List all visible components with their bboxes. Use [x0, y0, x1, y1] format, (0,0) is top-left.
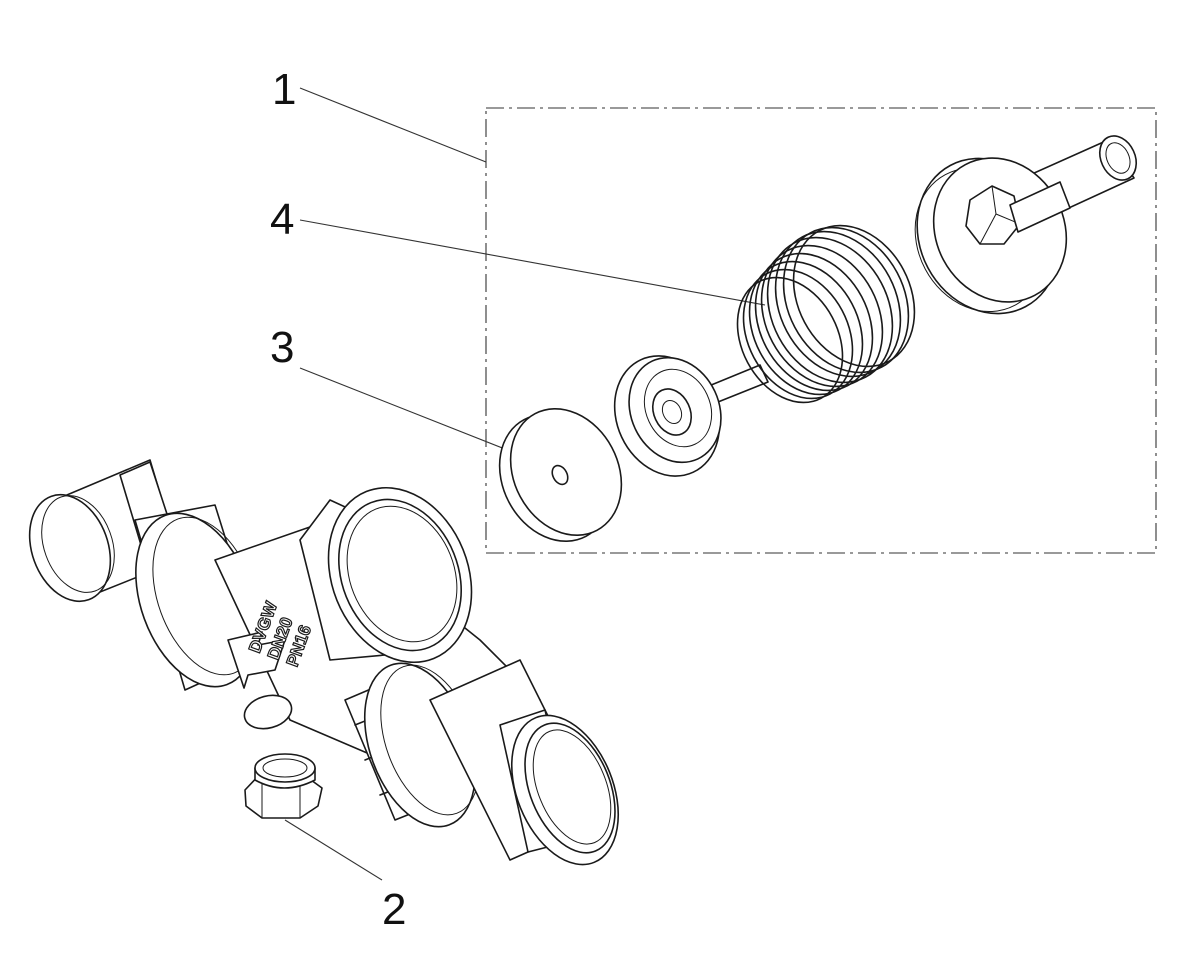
- part-bonnet-stem: [914, 135, 1138, 315]
- callout-1: 1: [272, 65, 296, 114]
- part-seal-disc: [498, 408, 623, 542]
- part-spring-valve-disc: [613, 224, 916, 477]
- callout-2: 2: [382, 885, 406, 934]
- leader-lines: [284, 87, 766, 881]
- valve-body: DVGW DN20 PN16: [28, 459, 620, 866]
- part-drain-plug: [244, 753, 323, 819]
- kit-boundary: [485, 107, 1157, 554]
- callout-3: 3: [270, 323, 294, 372]
- callout-4: 4: [270, 195, 294, 244]
